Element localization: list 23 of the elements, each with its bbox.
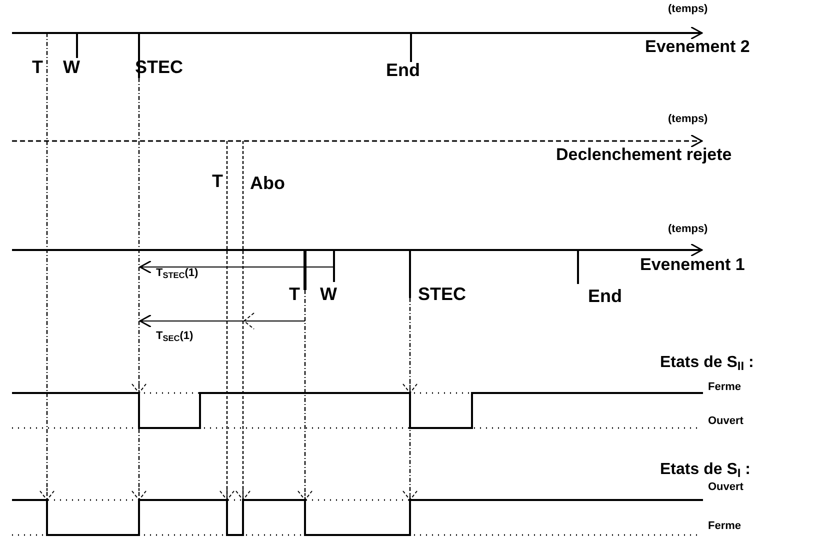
label-text: W — [63, 58, 80, 76]
label-text: Ouvert — [708, 416, 744, 427]
label-text: Evenement 2 — [645, 38, 750, 55]
label-text: Etats de S$_{I}$ : — [660, 462, 750, 478]
label-text: (temps) — [668, 4, 708, 15]
label-text: Declenchement rejete — [556, 146, 732, 163]
label-text: Ouvert — [708, 482, 744, 493]
label-text: (temps) — [668, 224, 708, 235]
label-text: W — [320, 285, 337, 303]
label-text: T$_{STEC}$(1) — [156, 268, 198, 279]
label-text: T$_{SEC}$(1) — [156, 331, 194, 342]
label-text: T — [32, 58, 43, 76]
label-text: End — [386, 61, 420, 79]
label-text: Evenement 1 — [640, 256, 745, 273]
label-text: Abo — [250, 174, 285, 192]
label-text: T — [212, 172, 223, 190]
label-text: STEC — [418, 285, 466, 303]
label-text: Etats de S$_{II}$ : — [660, 355, 754, 371]
label-text: (temps) — [668, 114, 708, 125]
label-text: T — [289, 285, 300, 303]
label-text: Ferme — [708, 382, 742, 393]
label-text: Ferme — [708, 521, 742, 532]
label-text: End — [588, 287, 622, 305]
